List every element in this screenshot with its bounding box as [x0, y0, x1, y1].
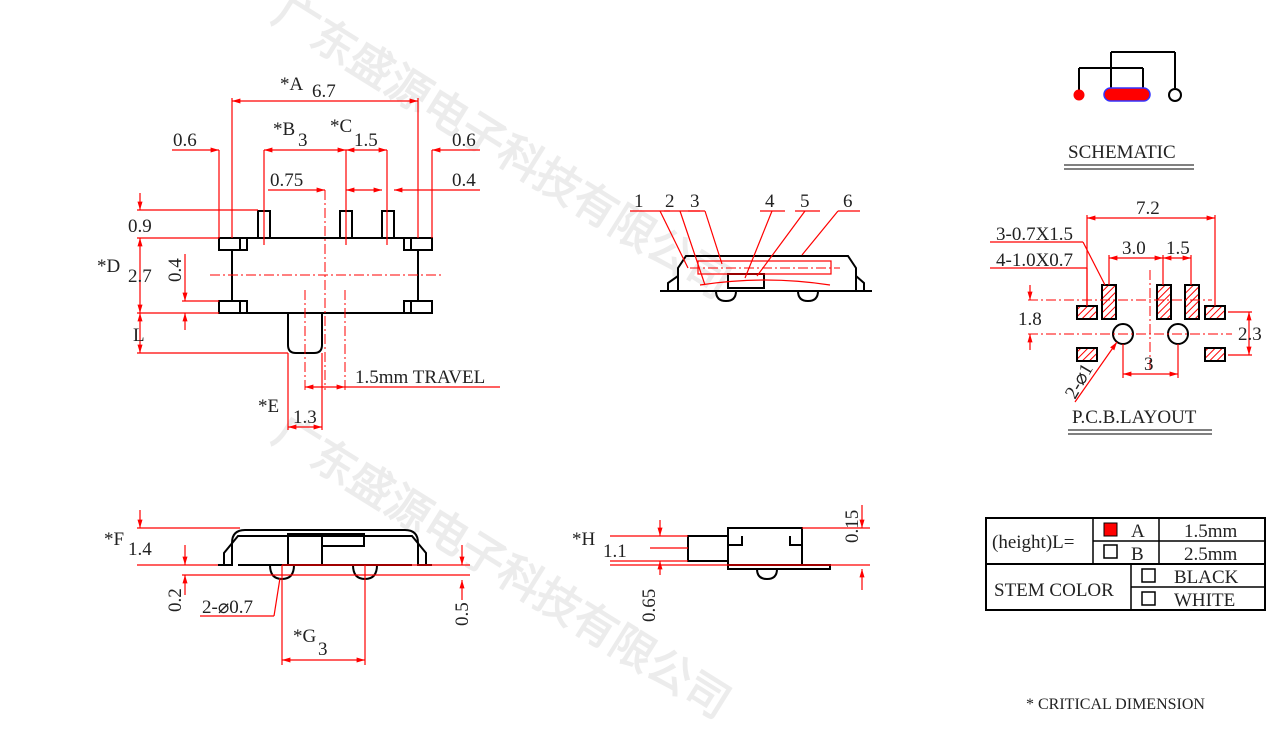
svg-text:WHITE: WHITE	[1174, 590, 1235, 611]
svg-text:4-1.0X0.7: 4-1.0X0.7	[996, 250, 1073, 271]
svg-text:*D: *D	[97, 256, 120, 277]
black-checkbox[interactable]	[1141, 568, 1156, 583]
side-view: *F 1.4 0.2 2-⌀0.7 *G 3 0.5	[104, 510, 473, 665]
svg-text:1.5mm: 1.5mm	[1184, 521, 1238, 542]
svg-text:*E: *E	[258, 396, 279, 417]
svg-text:*B: *B	[273, 119, 295, 140]
svg-text:0.6: 0.6	[452, 130, 476, 151]
svg-text:2.5mm: 2.5mm	[1184, 544, 1238, 565]
svg-text:0.6: 0.6	[173, 130, 197, 151]
pcb-layout: 3-0.7X1.5 4-1.0X0.7 7.2 3.0 1.5 1.8 2.3 …	[990, 198, 1262, 435]
svg-text:3.0: 3.0	[1122, 238, 1146, 259]
dim-label-a: *A	[280, 74, 304, 95]
svg-text:3: 3	[318, 639, 328, 660]
svg-text:7.2: 7.2	[1136, 198, 1160, 219]
option-a-checkbox[interactable]	[1103, 522, 1118, 537]
svg-text:BLACK: BLACK	[1174, 567, 1239, 588]
pin-label: 4	[765, 191, 775, 212]
svg-text:B: B	[1131, 544, 1144, 565]
stem-color-label: STEM COLOR	[994, 580, 1114, 601]
svg-text:广东盛源电子科技有限公司: 广东盛源电子科技有限公司	[264, 0, 739, 309]
end-view: *H 1.1 0.15 0.65	[572, 505, 870, 622]
svg-text:1.5: 1.5	[1166, 238, 1190, 259]
schematic-title: SCHEMATIC	[1068, 142, 1176, 163]
svg-text:1.3: 1.3	[293, 407, 317, 428]
pin-label: 5	[800, 191, 810, 212]
pin-callouts	[630, 210, 860, 286]
pin-label: 3	[690, 191, 700, 212]
critical-dimension-note: * CRITICAL DIMENSION	[1026, 696, 1205, 713]
watermark: 广东盛源电子科技有限公司 广东盛源电子科技有限公司	[264, 0, 739, 729]
pin-label: 6	[843, 191, 853, 212]
svg-text:*G: *G	[293, 626, 317, 647]
svg-text:*H: *H	[572, 529, 596, 550]
svg-text:0.4: 0.4	[452, 170, 476, 191]
svg-text:广东盛源电子科技有限公司: 广东盛源电子科技有限公司	[264, 406, 739, 729]
pin	[381, 210, 395, 239]
slider-contact	[1103, 87, 1151, 102]
svg-text:0.65: 0.65	[639, 589, 660, 622]
option-b-checkbox[interactable]	[1103, 544, 1118, 559]
svg-text:L: L	[133, 325, 145, 346]
white-checkbox[interactable]	[1141, 591, 1156, 606]
svg-text:6.7: 6.7	[312, 81, 336, 102]
svg-text:1.4: 1.4	[128, 539, 152, 560]
svg-text:1.5: 1.5	[354, 130, 378, 151]
svg-text:*C: *C	[330, 116, 352, 137]
svg-text:0.2: 0.2	[165, 588, 186, 612]
svg-text:0.5: 0.5	[452, 602, 473, 626]
svg-text:2-⌀1: 2-⌀1	[1061, 360, 1098, 402]
schematic: SCHEMATIC	[1064, 51, 1194, 170]
svg-text:A: A	[1131, 521, 1145, 542]
svg-text:3: 3	[1144, 354, 1154, 375]
option-a-row: A 1.5mm	[1103, 521, 1238, 542]
svg-text:0.4: 0.4	[165, 258, 186, 282]
svg-text:2-⌀0.7: 2-⌀0.7	[202, 597, 253, 618]
svg-text:0.9: 0.9	[128, 216, 152, 237]
svg-text:*F: *F	[104, 529, 124, 550]
front-view: 1 2 3 4 5 6	[630, 191, 872, 303]
svg-text:0.15: 0.15	[842, 510, 863, 543]
svg-text:1.8: 1.8	[1018, 309, 1042, 330]
pin-label: 2	[665, 191, 675, 212]
svg-text:1.5mm TRAVEL: 1.5mm TRAVEL	[355, 367, 485, 388]
svg-text:0.75: 0.75	[270, 170, 303, 191]
pcb-layout-title: P.C.B.LAYOUT	[1072, 407, 1197, 428]
svg-text:3: 3	[298, 130, 308, 151]
top-view: *A 6.7 *B 3 *C 1.5 0.6 0.6 0.75 0.4 0.9 …	[97, 74, 500, 430]
svg-text:1.1: 1.1	[603, 541, 627, 562]
svg-text:3-0.7X1.5: 3-0.7X1.5	[996, 224, 1073, 245]
pin-label: 1	[634, 191, 644, 212]
option-b-row: B 2.5mm	[1103, 544, 1238, 565]
height-label: (height)L=	[992, 532, 1074, 553]
options-table: (height)L= A 1.5mm B 2.5mm STEM COLOR BL…	[985, 517, 1266, 611]
svg-text:2.7: 2.7	[128, 266, 152, 287]
svg-text:2.3: 2.3	[1238, 324, 1262, 345]
